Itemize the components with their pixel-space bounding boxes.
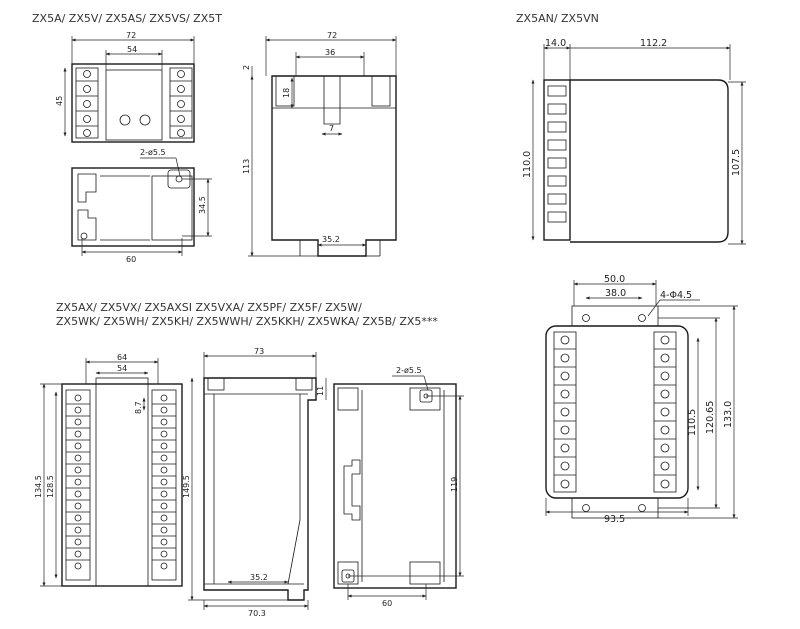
title-zx5an-group: ZX5AN/ ZX5VN (516, 12, 599, 25)
dim-b-60: 60 (126, 255, 136, 264)
view-small-side: 72 36 2 18 7 113 35.2 (242, 31, 397, 257)
dim-e-500: 50.0 (604, 274, 625, 285)
dim-c-2: 2 (242, 65, 251, 70)
dim-c-113: 113 (242, 159, 251, 174)
dim-b-2phi: 2-ø5.5 (140, 148, 166, 157)
dim-d-140: 14.0 (545, 38, 566, 49)
dim-e-4phi: 4-Φ4.5 (660, 290, 692, 301)
view-large-back: 2-ø5.5 119 60 (333, 366, 464, 608)
dim-f-1345: 134.5 (34, 475, 43, 498)
view-small-back: 60 34.5 2-ø5.5 (71, 148, 212, 264)
dim-c-36: 36 (325, 48, 335, 57)
dim-g-11: 11 (316, 386, 325, 396)
dim-d-1100: 110.0 (522, 151, 533, 178)
view-large-front: 64 54 8.7 134.5 128.5 (34, 353, 183, 587)
view-zx5an-front: 50.0 38.0 4-Φ4.5 110.5 120.65 133.0 93.5 (545, 274, 738, 525)
dim-c-18: 18 (282, 88, 291, 98)
title-zx5ax-group-line2: ZX5WK/ ZX5WH/ ZX5KH/ ZX5WWH/ ZX5KKH/ ZX5… (56, 315, 438, 328)
dim-f-64: 64 (117, 353, 127, 362)
dim-e-12065: 120.65 (705, 401, 716, 434)
dim-c-7: 7 (329, 124, 334, 133)
dim-g-703: 70.3 (248, 609, 266, 618)
dim-h-60: 60 (382, 599, 392, 608)
dim-d-1075: 107.5 (731, 149, 742, 176)
dim-e-935: 93.5 (604, 514, 625, 525)
title-zx5ax-group-line1: ZX5AX/ ZX5VX/ ZX5AXSI ZX5VXA/ ZX5PF/ ZX5… (56, 301, 362, 314)
dim-c-72: 72 (327, 31, 337, 40)
dim-e-1105: 110.5 (687, 409, 698, 436)
dim-g-1495: 149.5 (182, 475, 191, 498)
dim-g-352: 35.2 (250, 573, 268, 582)
view-zx5an-side: 14.0 112.2 110.0 107.5 (522, 38, 746, 245)
dim-e-1330: 133.0 (723, 401, 734, 428)
dim-f-54: 54 (117, 364, 127, 373)
title-zx5a-group: ZX5A/ ZX5V/ ZX5AS/ ZX5VS/ ZX5T (32, 12, 222, 25)
dim-h-119: 119 (450, 477, 459, 492)
dim-f-1285: 128.5 (46, 475, 55, 498)
dim-d-1122: 112.2 (640, 38, 667, 49)
dim-c-352: 35.2 (322, 235, 340, 244)
dim-f-87: 8.7 (134, 401, 143, 414)
view-large-side: 73 11 149.5 35.2 70.3 (182, 347, 327, 618)
dim-e-380: 38.0 (605, 288, 626, 299)
dim-g-73: 73 (254, 347, 264, 356)
dim-b-345: 34.5 (198, 196, 207, 214)
dim-a-72: 72 (126, 31, 136, 40)
view-small-front: 72 54 45 (55, 31, 195, 143)
dim-a-54: 54 (127, 45, 137, 54)
dim-a-45: 45 (55, 96, 64, 106)
dim-h-2phi: 2-ø5.5 (396, 366, 422, 375)
